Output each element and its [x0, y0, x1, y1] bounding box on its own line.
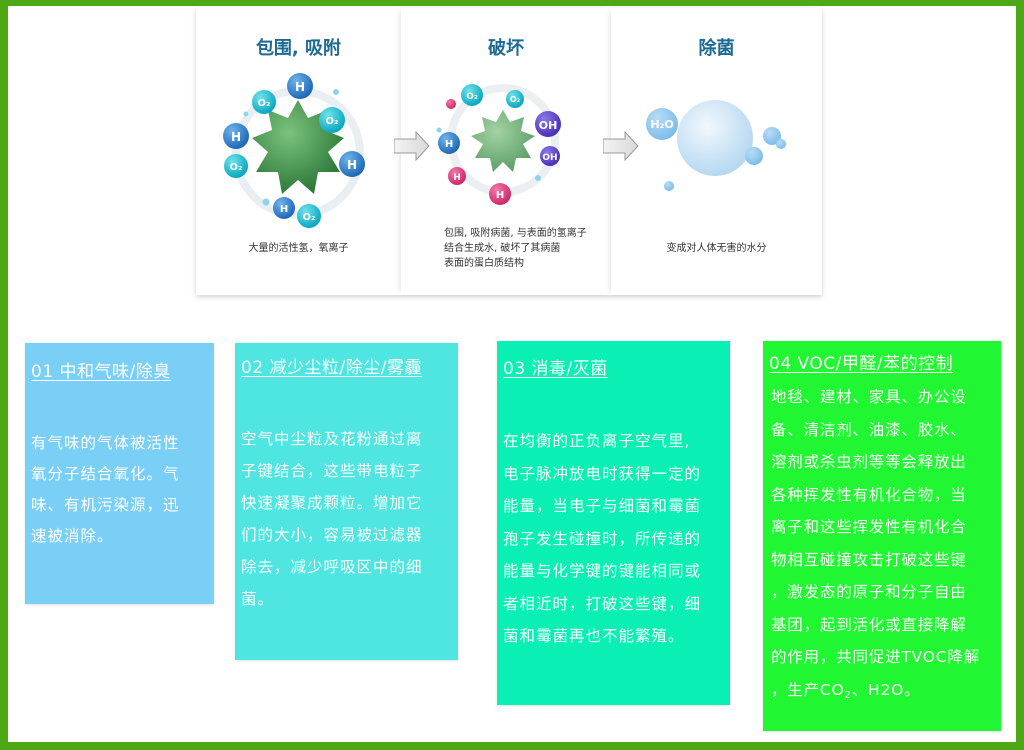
svg-text:O₂: O₂ — [510, 95, 521, 104]
card-body: 在均衡的正负离子空气里, 电子脉冲放电时获得一定的 能量，当电子与细菌和霉菌 孢… — [503, 432, 702, 645]
svg-text:O₂: O₂ — [303, 212, 316, 223]
card-title: 03 消毒/灭菌 — [503, 359, 608, 379]
feature-card-dust-removal: 02 减少尘粒/除尘/雾霾 空气中尘粒及花粉通过离 子键结合，这些带电粒子 快速… — [235, 343, 458, 660]
svg-text:H: H — [295, 80, 305, 94]
h2o-label: H₂O — [650, 118, 673, 131]
right-arrow-icon — [603, 131, 639, 161]
feature-card-sterilization: 03 消毒/灭菌 在均衡的正负离子空气里, 电子脉冲放电时获得一定的 能量，当电… — [497, 341, 730, 705]
svg-text:O₂: O₂ — [258, 98, 271, 109]
card-title: 04 VOC/甲醛/苯的控制 — [769, 354, 954, 374]
stage-sterilize: 除菌 H₂O 变成对人体无害的水分 — [611, 8, 822, 295]
right-arrow-icon — [394, 131, 430, 161]
svg-text:O₂: O₂ — [466, 92, 478, 102]
svg-text:O₂: O₂ — [326, 116, 339, 127]
process-diagram: 包围, 吸附 O₂ H O₂ H O₂ H H O₂ 大量的活性氢，氧离子 破坏 — [196, 8, 822, 295]
stage-caption: 变成对人体无害的水分 — [666, 243, 767, 254]
svg-text:O₂: O₂ — [230, 162, 243, 173]
card-body: 有气味的气体被活性 氧分子结合氧化。气 味、有机污染源，迅 速被消除。 — [31, 434, 180, 545]
stage-adsorb: 包围, 吸附 O₂ H O₂ H O₂ H H O₂ 大量的活性氢，氧离子 — [196, 8, 401, 295]
stage-title: 破坏 — [488, 38, 524, 59]
feature-card-voc-control: 04 VOC/甲醛/苯的控制 地毯、建材、家具、办公设 备、清洁剂、油漆、胶水、… — [763, 341, 1001, 731]
svg-text:H: H — [453, 173, 461, 183]
virus-icon — [471, 110, 535, 172]
svg-text:OH: OH — [539, 119, 558, 132]
card-body: 地毯、建材、家具、办公设 备、清洁剂、油漆、胶水、 溶剂或杀虫剂等等会释放出 各… — [771, 381, 1001, 712]
stage-caption: 大量的活性氢，氧离子 — [248, 243, 349, 254]
stage-caption: 包围, 吸附病菌, 与表面的氢离子 结合生成水, 破坏了其病菌 表面的蛋白质结构 — [444, 228, 587, 269]
svg-text:H: H — [347, 158, 357, 172]
svg-text:OH: OH — [542, 153, 557, 163]
virus-breakdown-illustration: O₂ O₂ OH OH H H H — [436, 84, 561, 205]
water-bubbles-illustration: H₂O — [646, 100, 786, 191]
card-body: 空气中尘粒及花粉通过离 子键结合，这些带电粒子 快速凝聚成颗粒。增加它 们的大小… — [241, 430, 423, 608]
feature-card-deodorize: 01 中和气味/除臭 有气味的气体被活性 氧分子结合氧化。气 味、有机污染源，迅… — [25, 343, 214, 604]
virus-surrounded-ions-illustration: O₂ H O₂ H O₂ H H O₂ — [223, 73, 365, 228]
svg-text:H: H — [496, 190, 504, 201]
stage-destroy: 破坏 O₂ O₂ OH OH H H H 包围, 吸附病菌, 与表面的氢离子 结… — [401, 8, 611, 295]
svg-text:H: H — [231, 130, 241, 144]
card-title: 01 中和气味/除臭 — [31, 362, 171, 382]
svg-text:H: H — [280, 204, 288, 215]
stage-title: 除菌 — [698, 38, 735, 59]
card-title: 02 减少尘粒/除尘/雾霾 — [241, 358, 422, 378]
stage-title: 包围, 吸附 — [255, 38, 342, 59]
last-line: ，生产CO2、H2O。 — [771, 680, 921, 701]
svg-text:H: H — [445, 139, 453, 150]
